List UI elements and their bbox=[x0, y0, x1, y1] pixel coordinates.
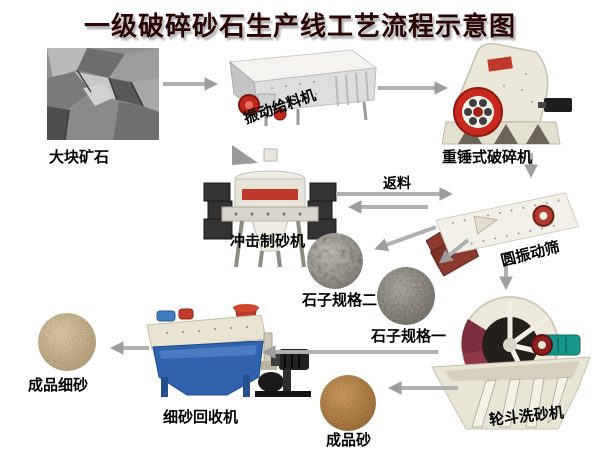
finished-fine-sand-sample bbox=[38, 313, 96, 371]
label-fine-sand: 成品细砂 bbox=[28, 377, 89, 394]
label-recycler: 细砂回收机 bbox=[163, 409, 239, 426]
label-return-material: 返料 bbox=[383, 175, 411, 191]
circular-vibrating-screen-image bbox=[426, 192, 580, 277]
stone-spec-1-sample bbox=[377, 267, 435, 325]
vibrating-feeder-image bbox=[228, 49, 378, 126]
label-stone-spec-2: 石子规格二 bbox=[302, 292, 378, 309]
hammer-crusher-image bbox=[441, 42, 572, 145]
stone-spec-2-sample bbox=[307, 233, 363, 289]
arrow-screen-to-stone2 bbox=[374, 225, 437, 252]
diagram-title: 一级破碎砂石生产线工艺流程示意图 bbox=[83, 11, 516, 41]
fine-sand-recycler-image bbox=[146, 304, 311, 397]
arrow-screen-to-stone1 bbox=[438, 238, 470, 264]
finished-sand-sample bbox=[320, 375, 376, 431]
label-crusher: 重锤式破碎机 bbox=[442, 149, 533, 166]
raw-ore-image bbox=[47, 48, 159, 140]
wheel-sand-washer-image bbox=[431, 296, 591, 430]
label-raw-ore: 大块矿石 bbox=[49, 149, 110, 166]
impact-sand-maker-image bbox=[203, 145, 337, 268]
label-stone-spec-1: 石子规格一 bbox=[371, 328, 447, 345]
label-sand-maker: 冲击制砂机 bbox=[230, 233, 306, 250]
label-sand: 成品砂 bbox=[326, 432, 372, 449]
